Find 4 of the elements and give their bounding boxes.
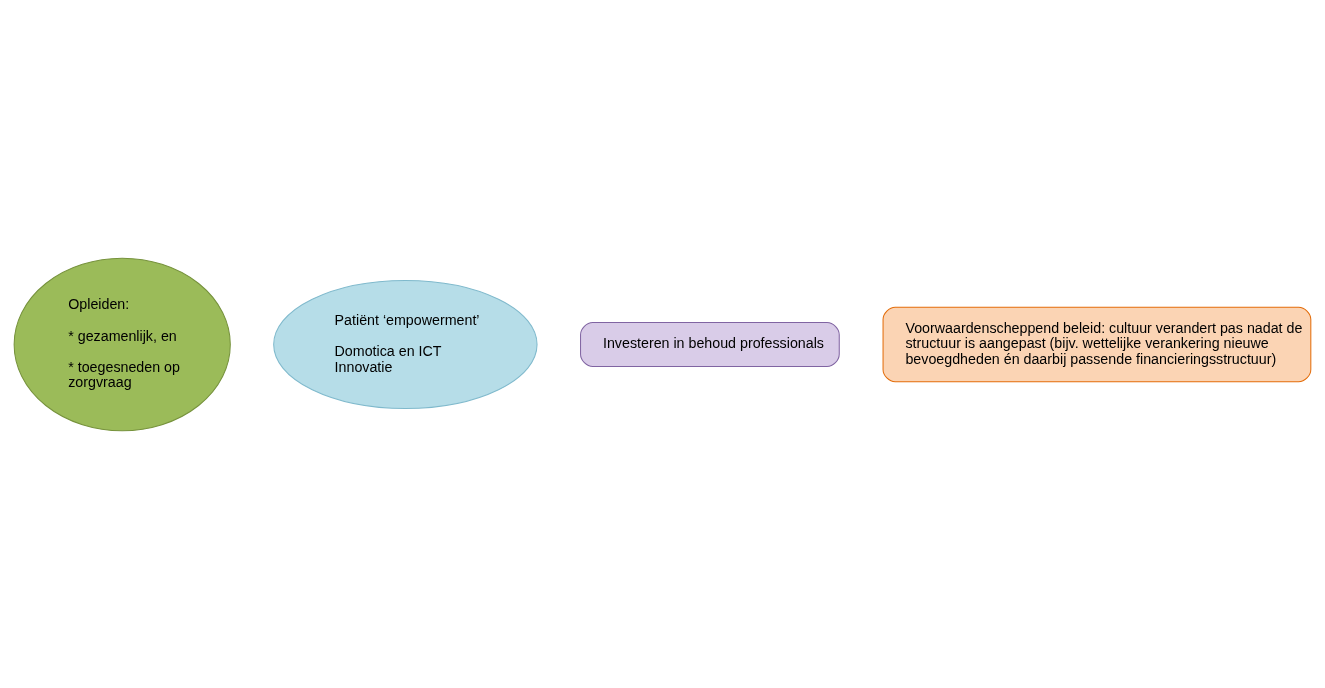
node-box: Investeren in behoud professionals xyxy=(580,321,840,367)
node-ellipse: Patiënt ‘empowerment’ Domotica en ICT Innovatie xyxy=(273,279,538,409)
node-box: Voorwaardenscheppend beleid: cultuur verandert pas nadat de structuur is aangepast (bijv. wettelijke verankering nieuwe bevoegdheden én daarbij passende financieringsstructuur) xyxy=(882,306,1312,382)
node-ellipse: Opleiden: * gezamenlijk, en * toegesneden op zorgvraag xyxy=(13,257,231,431)
